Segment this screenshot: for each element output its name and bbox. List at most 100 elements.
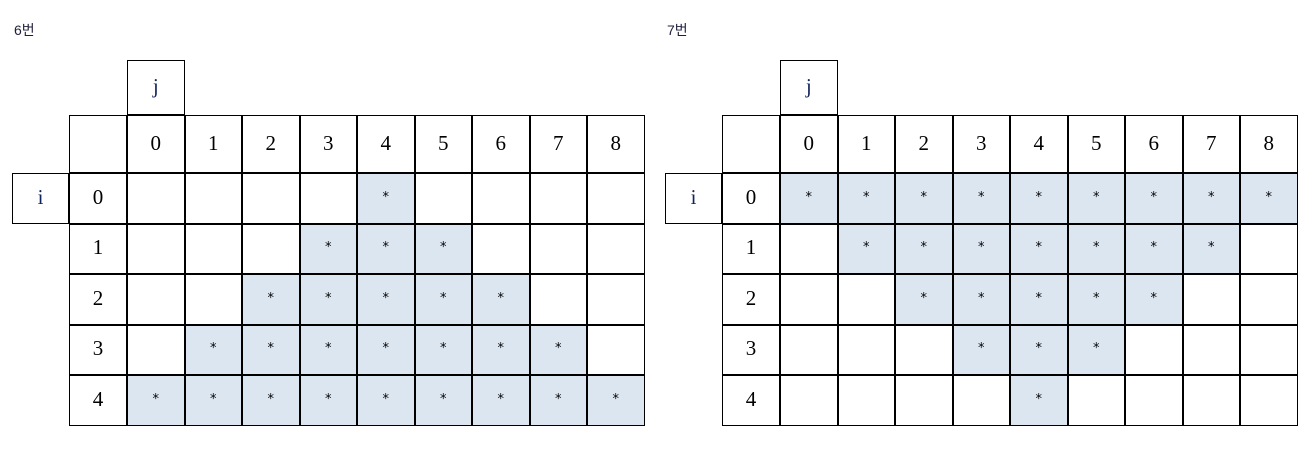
grid-cell-r3-c1[interactable]: * — [184, 324, 242, 375]
grid-cell-r4-c8[interactable]: * — [587, 375, 645, 426]
grid-cell-r3-c5[interactable]: * — [414, 324, 472, 375]
grid-cell-r4-c0[interactable] — [780, 375, 838, 426]
grid-cell-r4-c4[interactable]: * — [1010, 375, 1068, 426]
grid-cell-r4-c3[interactable] — [952, 375, 1010, 426]
grid-cell-r4-c2[interactable] — [895, 375, 953, 426]
star-icon: * — [1035, 341, 1043, 357]
grid-cell-r4-c5[interactable]: * — [414, 375, 472, 426]
grid-cell-r3-c2[interactable]: * — [242, 324, 300, 375]
grid-cell-r0-c2[interactable]: * — [895, 173, 953, 224]
grid-cell-r3-c2[interactable] — [895, 324, 953, 375]
grid-cell-r2-c5[interactable]: * — [414, 274, 472, 325]
grid-cell-r2-c6[interactable]: * — [1125, 274, 1183, 325]
grid-cell-r4-c2[interactable]: * — [242, 375, 300, 426]
grid-cell-r4-c6[interactable]: * — [472, 375, 530, 426]
grid-cell-r2-c5[interactable]: * — [1067, 274, 1125, 325]
grid-cell-r4-c7[interactable] — [1182, 375, 1240, 426]
grid-cell-r3-c8[interactable] — [587, 324, 645, 375]
grid-cell-r3-c8[interactable] — [1240, 324, 1298, 375]
grid-cell-r3-c1[interactable] — [837, 324, 895, 375]
grid-cell-r0-c1[interactable]: * — [837, 173, 895, 224]
grid-cell-r1-c0[interactable] — [127, 223, 185, 274]
grid-cell-r2-c2[interactable]: * — [242, 274, 300, 325]
grid-cell-r3-c7[interactable]: * — [529, 324, 587, 375]
grid-cell-r1-c5[interactable]: * — [414, 223, 472, 274]
grid-cell-r1-c8[interactable] — [1240, 223, 1298, 274]
grid-cell-r1-c5[interactable]: * — [1067, 223, 1125, 274]
grid-cell-r3-c0[interactable] — [780, 324, 838, 375]
grid-cell-r0-c6[interactable]: * — [1125, 173, 1183, 224]
grid-cell-r2-c4[interactable]: * — [1010, 274, 1068, 325]
column-header-6: 6 — [472, 115, 530, 173]
grid-cell-r2-c1[interactable] — [837, 274, 895, 325]
grid-cell-r4-c6[interactable] — [1125, 375, 1183, 426]
grid-cell-r0-c8[interactable]: * — [1240, 173, 1298, 224]
grid-cell-r0-c8[interactable] — [587, 173, 645, 224]
grid-cell-r2-c3[interactable]: * — [299, 274, 357, 325]
grid-cell-r0-c1[interactable] — [184, 173, 242, 224]
cell-label: 0 — [150, 130, 162, 155]
grid-cell-r2-c1[interactable] — [184, 274, 242, 325]
grid-cell-r3-c3[interactable]: * — [952, 324, 1010, 375]
grid-cell-r2-c2[interactable]: * — [895, 274, 953, 325]
grid-cell-r3-c7[interactable] — [1182, 324, 1240, 375]
grid-cell-r0-c5[interactable] — [414, 173, 472, 224]
grid-cell-r0-c5[interactable]: * — [1067, 173, 1125, 224]
grid-cell-r1-c7[interactable]: * — [1182, 223, 1240, 274]
grid-cell-r1-c1[interactable] — [184, 223, 242, 274]
grid-cell-r4-c7[interactable]: * — [529, 375, 587, 426]
grid-cell-r1-c2[interactable] — [242, 223, 300, 274]
grid-cell-r4-c3[interactable]: * — [299, 375, 357, 426]
cell-label: 7 — [1206, 130, 1217, 155]
grid-cell-r3-c6[interactable] — [1125, 324, 1183, 375]
cell-label: 1 — [745, 235, 757, 260]
grid-cell-r3-c4[interactable]: * — [1010, 324, 1068, 375]
grid-cell-r1-c6[interactable] — [472, 223, 530, 274]
grid-cell-r3-c6[interactable]: * — [472, 324, 530, 375]
grid-cell-r0-c3[interactable]: * — [952, 173, 1010, 224]
grid-cell-r3-c0[interactable] — [127, 324, 185, 375]
star-icon: * — [440, 290, 447, 306]
grid-cell-r3-c4[interactable]: * — [357, 324, 415, 375]
grid-cell-r2-c0[interactable] — [127, 274, 185, 325]
grid-cell-r4-c1[interactable] — [837, 375, 895, 426]
grid-cell-r3-c3[interactable]: * — [299, 324, 357, 375]
grid-cell-r1-c7[interactable] — [529, 223, 587, 274]
grid-cell-r4-c0[interactable]: * — [127, 375, 185, 426]
grid-cell-r4-c5[interactable] — [1067, 375, 1125, 426]
grid-cell-r2-c3[interactable]: * — [952, 274, 1010, 325]
grid-cell-r4-c1[interactable]: * — [184, 375, 242, 426]
grid-cell-r0-c4[interactable]: * — [357, 173, 415, 224]
star-icon: * — [382, 189, 390, 205]
grid-cell-r1-c1[interactable]: * — [837, 223, 895, 274]
grid-cell-r0-c3[interactable] — [299, 173, 357, 224]
grid-cell-r1-c4[interactable]: * — [357, 223, 415, 274]
grid-cell-r0-c0[interactable]: * — [780, 173, 838, 224]
grid-cell-r1-c4[interactable]: * — [1010, 223, 1068, 274]
grid-cell-r0-c6[interactable] — [472, 173, 530, 224]
row-axis-label-cell: i — [12, 173, 69, 224]
grid-cell-r2-c7[interactable] — [1182, 274, 1240, 325]
grid-cell-r0-c7[interactable]: * — [1182, 173, 1240, 224]
grid-cell-r1-c6[interactable]: * — [1125, 223, 1183, 274]
grid-cell-r2-c4[interactable]: * — [357, 274, 415, 325]
grid-cell-r1-c3[interactable]: * — [952, 223, 1010, 274]
grid-cell-r2-c8[interactable] — [1240, 274, 1298, 325]
grid-cell-r4-c8[interactable] — [1240, 375, 1298, 426]
grid-cell-r1-c2[interactable]: * — [895, 223, 953, 274]
grid-cell-r0-c0[interactable] — [127, 173, 185, 224]
grid-cell-r4-c4[interactable]: * — [357, 375, 415, 426]
column-header-5: 5 — [414, 115, 472, 173]
grid-cell-r0-c7[interactable] — [529, 173, 587, 224]
grid-cell-r1-c8[interactable] — [587, 223, 645, 274]
grid-cell-r1-c3[interactable]: * — [299, 223, 357, 274]
grid-cell-r2-c0[interactable] — [780, 274, 838, 325]
grid-cell-r3-c5[interactable]: * — [1067, 324, 1125, 375]
grid-cell-r0-c2[interactable] — [242, 173, 300, 224]
grid-cell-r2-c8[interactable] — [587, 274, 645, 325]
grid-cell-r2-c7[interactable] — [529, 274, 587, 325]
grid-cell-r2-c6[interactable]: * — [472, 274, 530, 325]
star-icon: * — [1093, 341, 1100, 357]
grid-cell-r0-c4[interactable]: * — [1010, 173, 1068, 224]
grid-cell-r1-c0[interactable] — [780, 223, 838, 274]
